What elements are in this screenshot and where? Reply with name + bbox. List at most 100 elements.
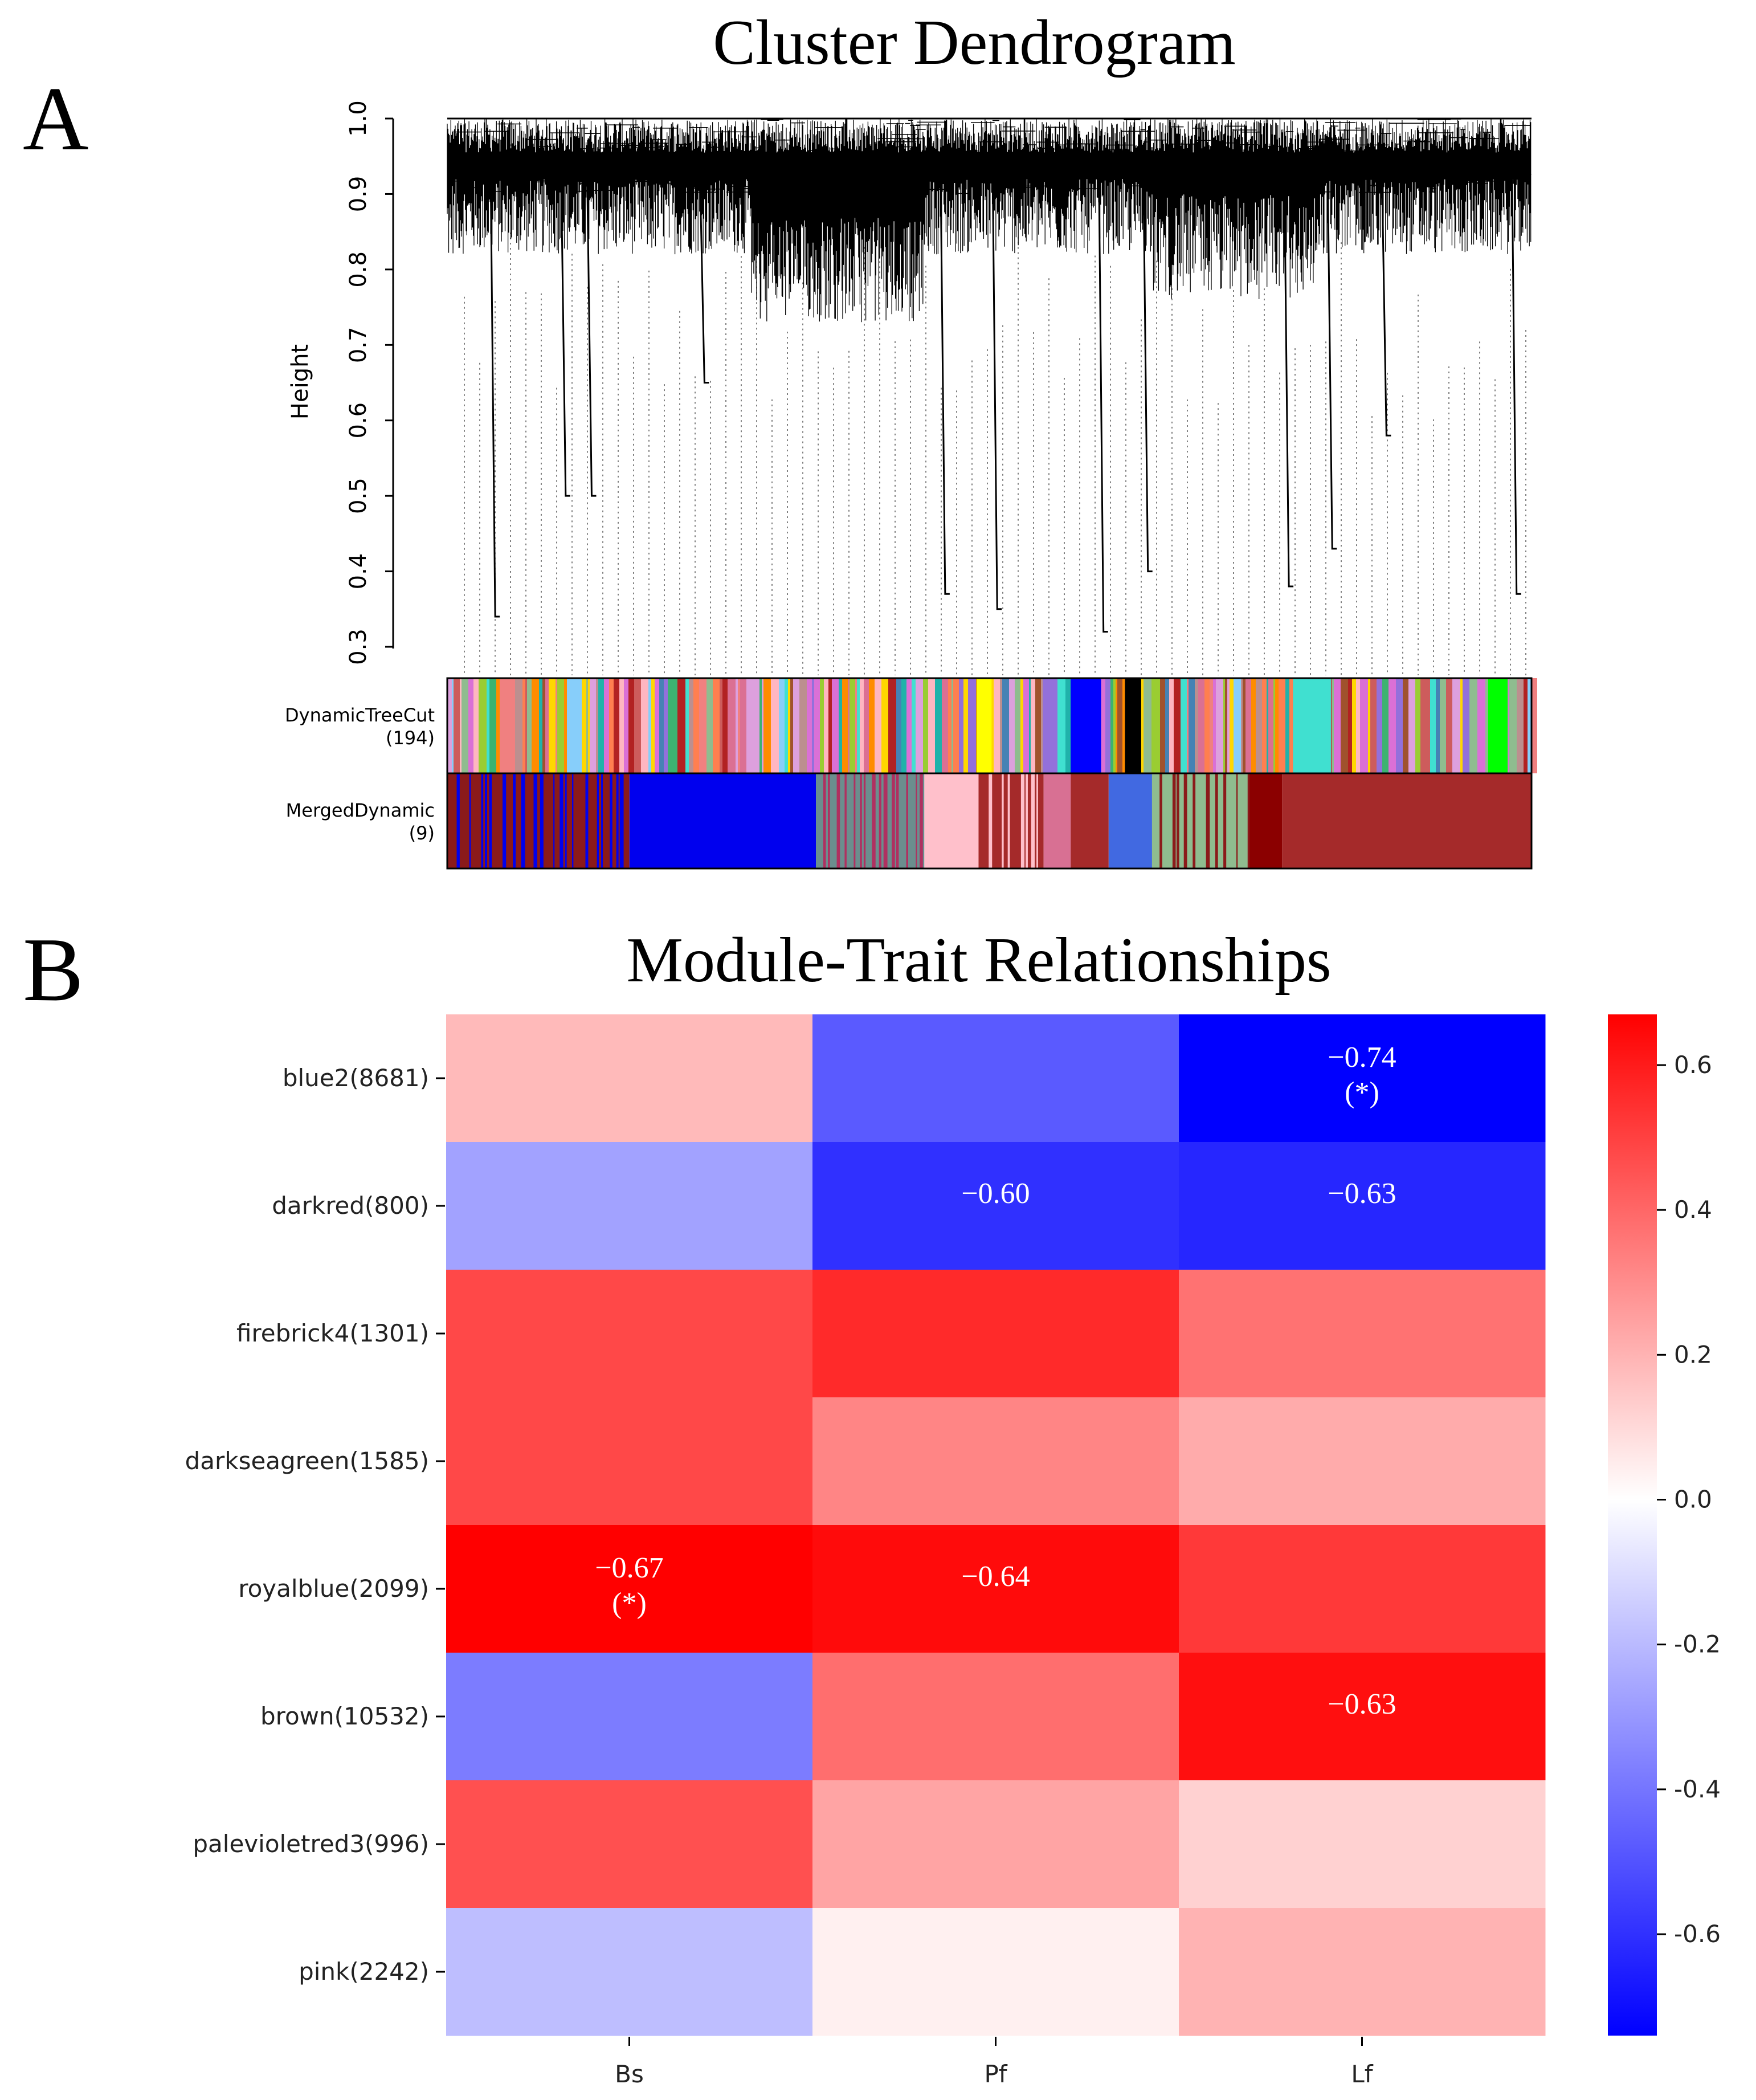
dynamic-tree-cut-stripe bbox=[1000, 678, 1002, 773]
dynamic-tree-cut-stripe bbox=[624, 678, 628, 773]
dynamic-tree-cut-stripe bbox=[951, 678, 953, 773]
dynamic-tree-cut-stripe bbox=[953, 678, 959, 773]
dynamic-tree-cut-stripe bbox=[664, 678, 668, 773]
merged-dynamic-stripe bbox=[1031, 773, 1035, 868]
dynamic-tree-cut-stripe bbox=[1023, 678, 1029, 773]
dynamic-tree-cut-stripe bbox=[1160, 678, 1165, 773]
merged-dynamic-stripe bbox=[616, 773, 619, 868]
dynamic-tree-cut-stripe bbox=[1204, 678, 1210, 773]
dynamic-tree-cut-stripe bbox=[1267, 678, 1268, 773]
merged-dynamic-stripe bbox=[920, 773, 923, 868]
dynamic-tree-cut-stripe bbox=[916, 678, 923, 773]
merged-dynamic-segment bbox=[1282, 773, 1532, 868]
dynamic-tree-cut-stripe bbox=[888, 678, 896, 773]
dynamic-tree-cut-stripe bbox=[1165, 678, 1169, 773]
dynamic-tree-cut-stripe bbox=[699, 678, 707, 773]
heatmap-row-label: darkred(800) bbox=[272, 1192, 429, 1220]
dendrogram-y-tick-label: 0.9 bbox=[345, 176, 371, 213]
heatmap-cell bbox=[1179, 1142, 1546, 1270]
colorbar-gradient bbox=[1608, 1014, 1657, 2036]
heatmap-annotation-value: −0.64 bbox=[961, 1560, 1030, 1593]
dendrogram-y-tick-label: 1.0 bbox=[345, 100, 371, 137]
heatmap-cell bbox=[1179, 1014, 1546, 1143]
dynamic-tree-cut-stripe bbox=[614, 678, 619, 773]
dynamic-tree-cut-stripe bbox=[1198, 678, 1204, 773]
merged-dynamic-stripe bbox=[560, 773, 563, 868]
dynamic-tree-cut-stripe bbox=[1285, 678, 1289, 773]
merged-dynamic-stripe bbox=[521, 773, 525, 868]
heatmap-annotation-value: −0.63 bbox=[1328, 1177, 1396, 1210]
merged-dynamic-stripe bbox=[572, 773, 574, 868]
dynamic-tree-cut-stripe bbox=[545, 678, 549, 773]
dynamic-tree-cut-stripe bbox=[1029, 678, 1031, 773]
dynamic-tree-cut-stripe bbox=[842, 678, 848, 773]
heatmap-annotation-value: −0.63 bbox=[1328, 1688, 1396, 1720]
merged-dynamic-segment bbox=[1249, 773, 1283, 868]
dynamic-tree-cut-stripe bbox=[511, 678, 515, 773]
dynamic-tree-cut-stripe bbox=[1195, 678, 1198, 773]
dynamic-tree-cut-stripe bbox=[740, 678, 746, 773]
heatmap-annotation-significance: (*) bbox=[1345, 1076, 1379, 1109]
dynamic-tree-cut-stripe bbox=[685, 678, 689, 773]
merged-dynamic-stripe bbox=[597, 773, 599, 868]
merged-dynamic-stripe bbox=[1223, 773, 1227, 868]
dynamic-tree-cut-stripe bbox=[619, 678, 624, 773]
merged-dynamic-stripe bbox=[469, 773, 471, 868]
heatmap-cell bbox=[446, 1653, 813, 1781]
dendrogram-deep-branch bbox=[586, 171, 597, 497]
dynamic-tree-cut-stripe bbox=[1403, 678, 1408, 773]
dynamic-tree-cut-block bbox=[1071, 678, 1101, 773]
dynamic-tree-cut-stripe bbox=[1408, 678, 1415, 773]
dynamic-tree-cut-stripe bbox=[720, 678, 722, 773]
dynamic-tree-cut-stripe bbox=[1485, 678, 1489, 773]
dynamic-tree-cut-stripe bbox=[586, 678, 588, 773]
heatmap-annotation-value: −0.67 bbox=[595, 1552, 663, 1584]
dynamic-tree-cut-stripe bbox=[454, 678, 460, 773]
heatmap-cell bbox=[1179, 1525, 1546, 1653]
dynamic-tree-cut-stripe bbox=[1047, 678, 1050, 773]
dynamic-tree-cut-stripe bbox=[1015, 678, 1020, 773]
dynamic-tree-cut-stripe bbox=[582, 678, 586, 773]
heatmap-column-label: Lf bbox=[1351, 2060, 1373, 2088]
dynamic-tree-cut-stripe bbox=[1050, 678, 1057, 773]
dynamic-tree-cut-stripe bbox=[1341, 678, 1348, 773]
dynamic-tree-cut-stripe bbox=[994, 678, 1000, 773]
dynamic-tree-cut-stripe bbox=[1174, 678, 1181, 773]
merged-dynamic-stripe bbox=[1183, 773, 1187, 868]
merged-dynamic-border bbox=[446, 772, 1533, 870]
dendrogram-y-tick-label: 0.4 bbox=[345, 553, 371, 590]
merged-dynamic-stripe bbox=[1007, 773, 1010, 868]
dynamic-tree-cut-stripe bbox=[968, 678, 976, 773]
dynamic-tree-cut-stripe bbox=[1113, 678, 1116, 773]
dynamic-tree-cut-stripe bbox=[1225, 678, 1227, 773]
dynamic-tree-cut-stripe bbox=[839, 678, 842, 773]
dynamic-tree-cut-stripe bbox=[1422, 678, 1430, 773]
merged-dynamic-stripe bbox=[585, 773, 589, 868]
dynamic-tree-cut-stripe bbox=[1251, 678, 1256, 773]
dynamic-tree-cut-stripe bbox=[542, 678, 545, 773]
dynamic-tree-cut-stripe bbox=[1020, 678, 1023, 773]
dynamic-tree-cut-stripe bbox=[1189, 678, 1195, 773]
dynamic-tree-cut-stripe bbox=[923, 678, 928, 773]
dynamic-tree-cut-label: DynamicTreeCut bbox=[285, 704, 435, 726]
dendrogram-deep-branch bbox=[1381, 171, 1391, 437]
heatmap-row-label: palevioletred3(996) bbox=[193, 1830, 429, 1858]
dynamic-tree-cut-stripe bbox=[1352, 678, 1356, 773]
dynamic-tree-cut-stripe bbox=[1116, 678, 1117, 773]
dynamic-tree-cut-stripe bbox=[754, 678, 759, 773]
heatmap-column-label: Bs bbox=[615, 2060, 644, 2088]
dynamic-tree-cut-stripe bbox=[728, 678, 736, 773]
merged-dynamic-label: MergedDynamic bbox=[286, 800, 435, 821]
dynamic-tree-cut-stripe bbox=[1389, 678, 1396, 773]
dynamic-tree-cut-stripe bbox=[1035, 678, 1041, 773]
heatmap-annotation-value: −0.60 bbox=[961, 1177, 1030, 1210]
dynamic-tree-cut-stripe bbox=[489, 678, 496, 773]
dendrogram-leaves bbox=[447, 119, 1532, 323]
panel-label-a: A bbox=[23, 68, 89, 169]
dendrogram-tree bbox=[447, 117, 1532, 633]
heatmap-row-label: pink(2242) bbox=[299, 1958, 429, 1985]
dynamic-tree-cut-stripe bbox=[1440, 678, 1446, 773]
merged-dynamic-stripe bbox=[1247, 773, 1251, 868]
dynamic-tree-cut-stripe bbox=[1031, 678, 1035, 773]
merged-dynamic-stripe bbox=[854, 773, 856, 868]
